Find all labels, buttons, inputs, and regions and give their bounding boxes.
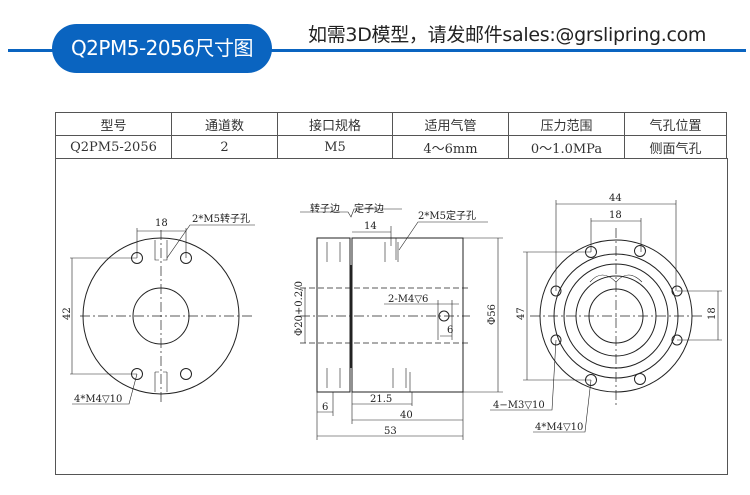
cell-model: Q2PM5-2056: [55, 135, 172, 159]
header-cell: 压力范围: [508, 112, 625, 136]
side-label-stator-holes: 2*M5定子孔: [418, 209, 476, 222]
contact-email-note: 如需3D模型，请发邮件sales:@grslipring.com: [308, 24, 707, 46]
header-divider: [8, 49, 746, 52]
side-dim-bore: Φ20+0.2/0: [294, 281, 305, 336]
side-label-m4: 2-M4▽6: [388, 294, 428, 305]
side-label-rotor-side: 转子边: [310, 202, 340, 215]
side-dim-21-5: 21.5: [370, 394, 392, 405]
rear-dim-18-right: 18: [707, 307, 718, 320]
side-dim-53: 53: [384, 426, 397, 437]
side-label-stator-side: 定子边: [354, 202, 384, 215]
side-dim-14: 14: [364, 221, 377, 232]
side-view: 转子边 定子边 2*M5定子孔 14 2-M4▽6 6 Φ20+0.2/0 Φ5…: [294, 202, 503, 440]
front-dim-42: 42: [62, 307, 73, 320]
page-title: Q2PM5-2056尺寸图: [52, 24, 272, 73]
cell-pressure: 0～1.0MPa: [508, 135, 625, 159]
front-label-rotor-holes: 2*M5转子孔: [192, 212, 250, 225]
side-dim-6-right: 6: [447, 325, 453, 336]
rear-view: 44 18 47 18 4−M3▽10 4*M4▽10: [490, 193, 722, 433]
rear-label-m4: 4*M4▽10: [535, 422, 583, 433]
header-cell: 型号: [55, 112, 172, 136]
rear-dim-47: 47: [516, 307, 527, 320]
side-dim-40: 40: [400, 410, 413, 421]
cell-port: M5: [277, 135, 393, 159]
rear-dim-18-top: 18: [609, 210, 622, 221]
cell-tube: 4～6mm: [392, 135, 509, 159]
header-cell: 适用气管: [392, 112, 509, 136]
table-row: Q2PM5-2056 2 M5 4～6mm 0～1.0MPa 侧面气孔: [55, 135, 727, 159]
front-label-m4: 4*M4▽10: [74, 394, 122, 405]
drawing-frame: [55, 158, 728, 475]
front-dim-18: 18: [155, 218, 168, 229]
front-view: 18 2*M5转子孔 42 4*M4▽10: [62, 212, 255, 405]
side-dim-6: 6: [322, 402, 328, 413]
rear-dim-44: 44: [609, 193, 622, 204]
header-cell: 接口规格: [277, 112, 393, 136]
rear-label-m3: 4−M3▽10: [493, 400, 545, 411]
spec-table: 型号 通道数 接口规格 适用气管 压力范围 气孔位置 Q2PM5-2056 2 …: [55, 112, 727, 159]
side-dim-56: Φ56: [487, 304, 498, 325]
cell-hole-position: 侧面气孔: [624, 135, 727, 159]
